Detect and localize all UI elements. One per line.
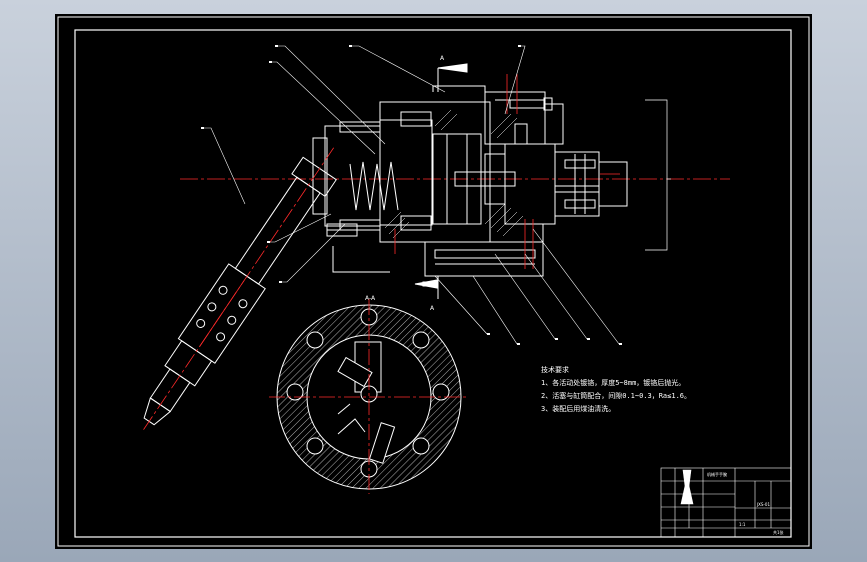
main-body (312, 85, 628, 277)
title-block-sheet: 共1张 (773, 529, 784, 535)
inner-border (74, 29, 792, 538)
title-block-part-name: 机械手手腕 (707, 471, 727, 477)
leader-label-marks (201, 45, 622, 345)
red-features (394, 74, 620, 269)
technical-notes: 技术要求 1、各活动处镀铬，厚度5~8mm，镀铬后抛光。 2、活塞与缸筒配合，间… (541, 365, 691, 413)
leader-lines (203, 45, 620, 345)
assembly-drawing: A A (57, 16, 810, 547)
notes-title: 技术要求 (541, 365, 569, 374)
section-label-top: A (440, 55, 445, 62)
title-block-scale: 1:1 (739, 522, 746, 527)
notes-line-3: 3、装配后用煤油清洗。 (541, 404, 615, 413)
cad-viewport[interactable]: A A (55, 14, 812, 549)
section-label-bottom: A (430, 305, 435, 312)
outer-border (57, 16, 810, 547)
notes-line-1: 1、各活动处镀铬，厚度5~8mm，镀铬后抛光。 (541, 378, 685, 387)
title-block-drawing-no: JXS-01 (756, 502, 770, 507)
section-arrow-top (437, 63, 468, 92)
section-arrow-bottom (414, 276, 439, 299)
title-block (660, 467, 792, 538)
section-view-label: A-A (365, 295, 376, 302)
hatch-areas (384, 109, 524, 239)
dimension-frame (645, 99, 668, 251)
section-view (269, 299, 469, 494)
notes-line-2: 2、活塞与缸筒配合，间隙0.1~0.3，Ra≤1.6。 (541, 391, 691, 400)
gripper-arm (143, 147, 337, 430)
